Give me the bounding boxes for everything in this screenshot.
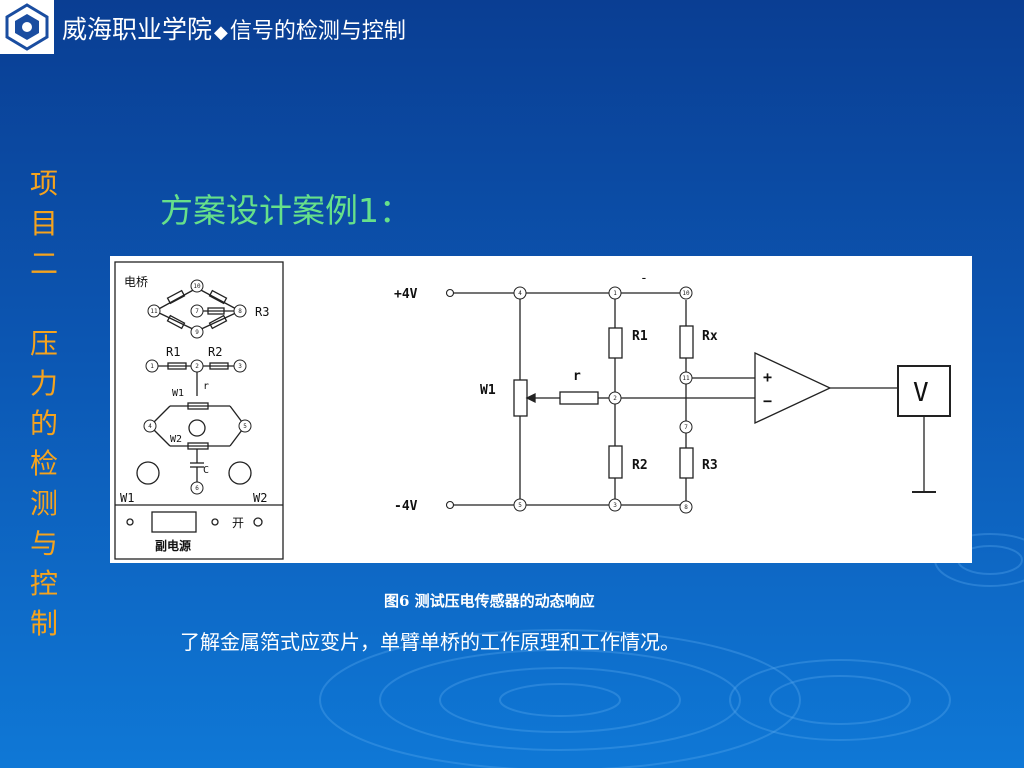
header-title: 威海职业学院◆信号的检测与控制: [62, 14, 406, 49]
board-open-label: 开: [232, 516, 244, 530]
r2-label: R2: [632, 458, 648, 473]
opamp-minus-label: −: [763, 392, 772, 410]
board-w1-label: W1: [120, 491, 134, 505]
figure-caption: 图6 测试压电传感器的动态响应: [384, 592, 595, 610]
board-r2-label: R2: [208, 345, 222, 359]
bridge-board-nodes: [143, 279, 252, 495]
board-node-label: 4: [148, 423, 152, 430]
r1-label: R1: [632, 329, 648, 344]
school-logo-icon: [5, 3, 49, 51]
circuit-labels: +4V -4V - R1 Rx r W1 R2 R3 + − V: [394, 271, 929, 514]
circuit-node-numbers: 4 1 10 11 2 7 5 3 8: [518, 290, 690, 511]
circuit-node-label: 11: [682, 375, 690, 382]
r3-label: R3: [702, 458, 718, 473]
circuit-node-label: 2: [613, 395, 617, 402]
board-node-label: 2: [195, 363, 199, 370]
board-w2-small-label: W2: [170, 434, 182, 445]
board-node-label: 8: [238, 308, 242, 315]
board-node-label: 3: [238, 363, 242, 370]
circuit-node-label: 8: [684, 504, 688, 511]
dash-mark: -: [640, 271, 648, 286]
board-title: 电桥: [124, 275, 148, 289]
board-r-small-label: r: [203, 381, 209, 392]
board-power-label: 副电源: [155, 538, 191, 553]
circuit-node-label: 10: [682, 290, 690, 297]
r-label: r: [573, 369, 581, 384]
school-name: 威海职业学院: [62, 15, 213, 44]
board-node-label: 5: [243, 423, 247, 430]
circuit-terminals: [445, 288, 455, 510]
board-node-label: 10: [193, 283, 201, 290]
board-node-label: 6: [195, 485, 199, 492]
voltmeter-label: V: [913, 378, 929, 408]
circuit-node-label: 3: [613, 502, 617, 509]
separator-diamond: ◆: [214, 22, 228, 43]
bridge-board-diagram: [114, 261, 284, 560]
circuit-node-circles: [513, 286, 693, 514]
figure-svg: 10 11 7 8 9 1 2 3 4 5 6 电桥 R3 R1 R2 W1 r…: [114, 261, 951, 560]
circuit-node-label: 4: [518, 290, 522, 297]
school-logo: [0, 0, 54, 54]
board-w2-label: W2: [253, 491, 267, 505]
circuit-node-label: 1: [613, 290, 617, 297]
board-r3-label: R3: [255, 305, 269, 319]
slide-description: 了解金属箔式应变片，单臂单桥的工作原理和工作情况。: [180, 630, 680, 654]
rx-label: Rx: [702, 329, 718, 344]
board-node-label: 1: [150, 363, 154, 370]
opamp-plus-label: +: [763, 368, 772, 386]
board-node-label: 11: [150, 308, 158, 315]
board-c-label: C: [203, 465, 209, 476]
board-node-label: 9: [195, 329, 199, 336]
w1-label: W1: [480, 383, 496, 398]
bridge-board-node-numbers: 10 11 7 8 9 1 2 3 4 5 6: [148, 283, 247, 492]
board-r1-label: R1: [166, 345, 180, 359]
board-node-label: 7: [195, 308, 199, 315]
minus-supply-label: -4V: [394, 499, 418, 514]
circuit-schematic: [450, 292, 951, 506]
plus-supply-label: +4V: [394, 287, 418, 302]
slide-heading: 方案设计案例1：: [160, 191, 412, 230]
bridge-board-labels: 电桥 R3 R1 R2 W1 r W2 C W1 W2 开 副电源: [120, 275, 269, 553]
circuit-figure: 10 11 7 8 9 1 2 3 4 5 6 电桥 R3 R1 R2 W1 r…: [110, 256, 972, 563]
circuit-node-label: 5: [518, 502, 522, 509]
circuit-node-label: 7: [684, 424, 688, 431]
board-w1-small-label: W1: [172, 388, 184, 399]
project-title-vertical: 项 目 二 压 力 的 检 测 与 控 制: [29, 167, 58, 640]
course-name: 信号的检测与控制: [229, 19, 406, 44]
